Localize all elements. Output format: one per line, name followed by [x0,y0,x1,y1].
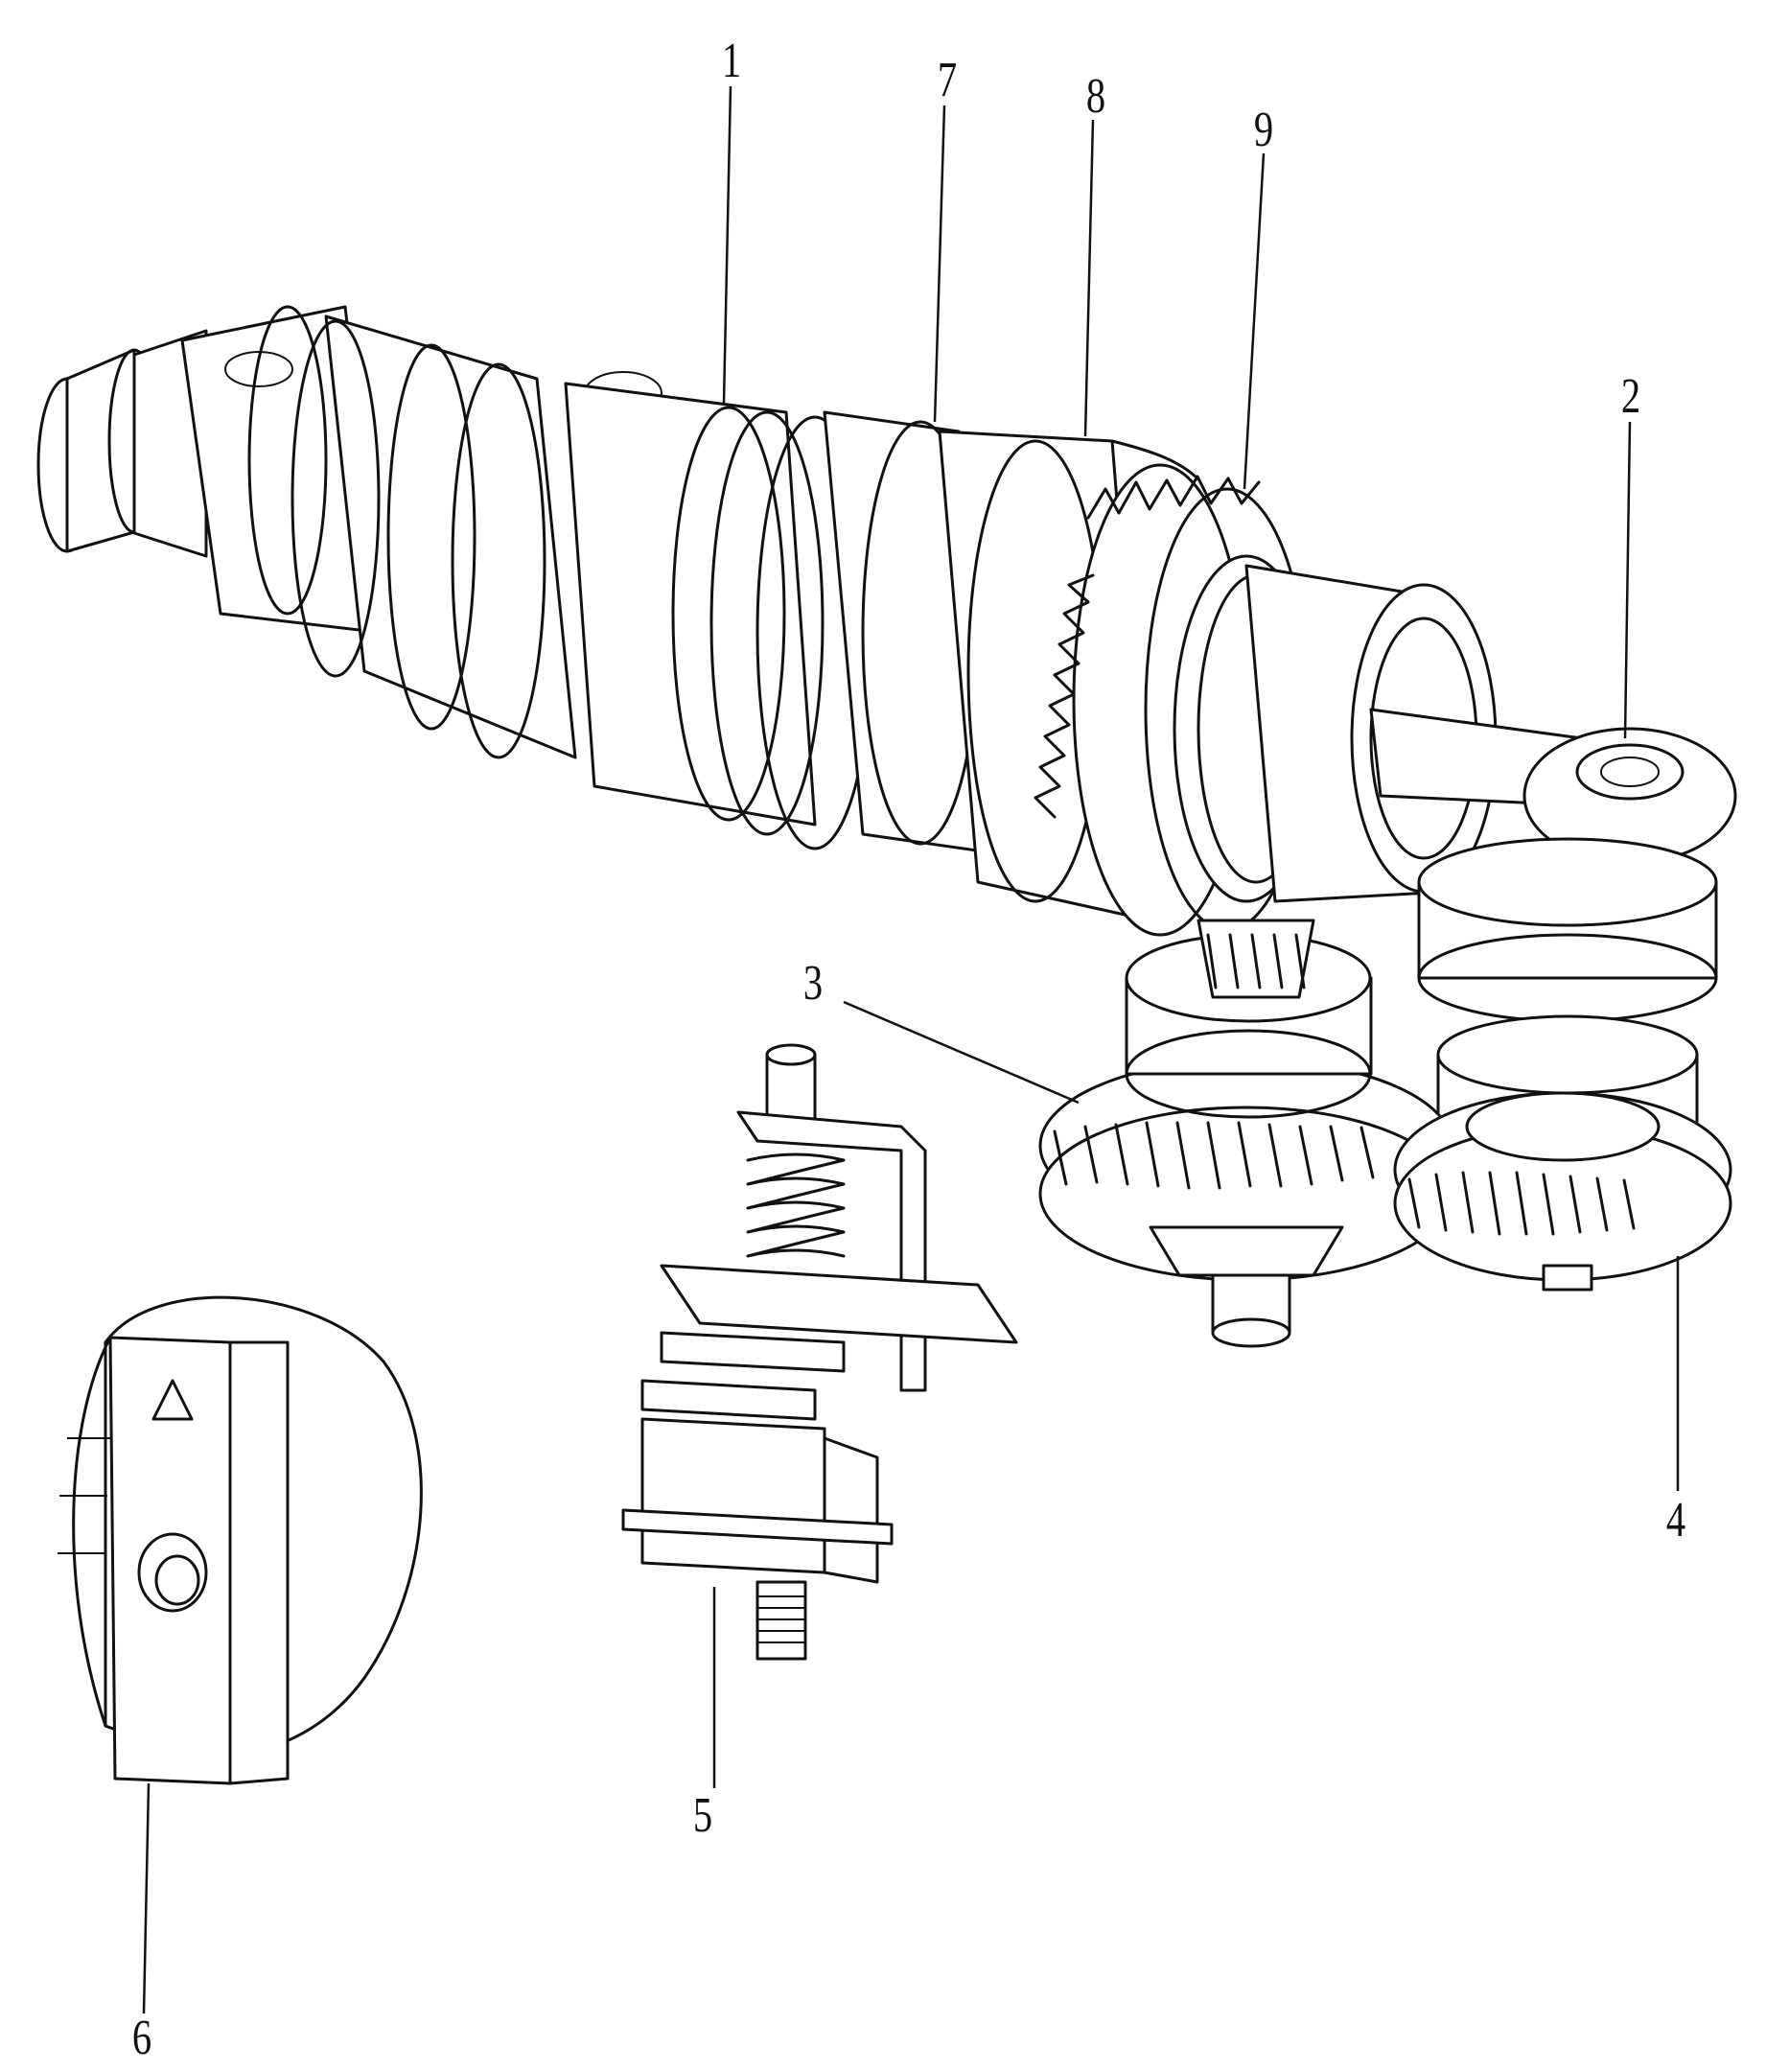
leader-2 [1623,421,1632,739]
label-2: 2 [1620,369,1641,424]
bevel-gear-teeth [1034,475,1261,819]
helical-gear-assembly [1038,919,1454,1348]
leader-3 [843,1000,1080,1105]
label-9: 9 [1253,103,1274,157]
selector-knob [58,1295,423,1785]
switch-bracket-assembly [621,1043,1018,1661]
leader-lines [142,85,1680,2014]
label-4: 4 [1665,1493,1686,1548]
connecting-rod [1369,708,1737,865]
triangle-icon [151,1379,194,1421]
label-3: 3 [802,956,824,1011]
leader-1 [722,85,732,404]
label-1: 1 [721,34,742,88]
leader-7 [933,105,946,423]
label-8: 8 [1085,69,1106,124]
second-gear-assembly [1393,1091,1732,1292]
leader-8 [1083,119,1095,437]
label-7: 7 [937,53,958,107]
leader-9 [1243,152,1266,490]
leader-6 [142,1782,151,2014]
label-5: 5 [692,1788,713,1843]
label-6: 6 [131,2011,152,2065]
spindle-shaft [36,305,1498,937]
